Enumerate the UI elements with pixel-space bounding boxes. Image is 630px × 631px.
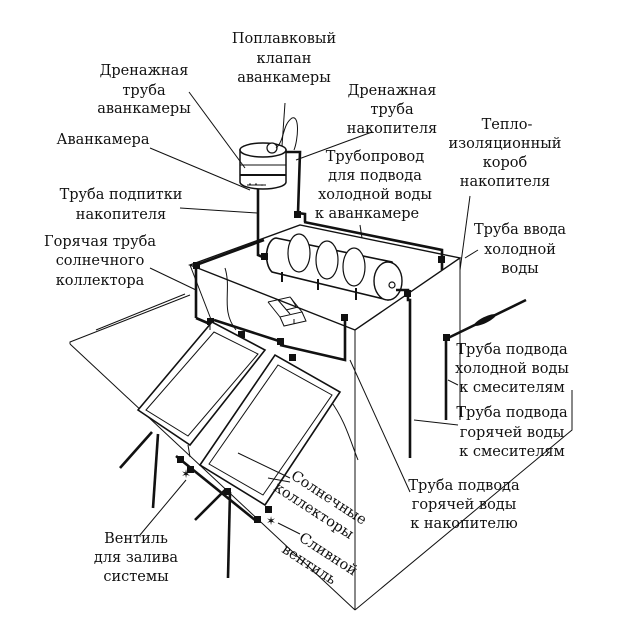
svg-text:к смесителям: к смесителям <box>459 380 565 396</box>
svg-text:Труба подпитки: Труба подпитки <box>60 187 183 203</box>
svg-text:Трубопровод: Трубопровод <box>326 149 425 165</box>
label-fill-valve: Вентиль для залива системы <box>94 531 178 585</box>
svg-text:горячей воды: горячей воды <box>412 497 517 513</box>
label-cold-inlet: Труба ввода холодной воды <box>474 222 566 277</box>
svg-text:накопителя: накопителя <box>460 174 550 190</box>
svg-text:Горячая труба: Горячая труба <box>44 234 156 250</box>
svg-text:Труба подвода: Труба подвода <box>408 478 520 494</box>
svg-text:Дренажная: Дренажная <box>100 63 189 79</box>
svg-text:для залива: для залива <box>94 550 178 566</box>
svg-text:системы: системы <box>103 569 169 585</box>
svg-text:коллектора: коллектора <box>56 273 145 289</box>
svg-text:солнечного: солнечного <box>56 253 145 269</box>
svg-text:клапан: клапан <box>257 51 312 67</box>
svg-text:горячей воды: горячей воды <box>460 425 565 441</box>
pipe-joints <box>177 211 450 523</box>
svg-text:Аванкамера: Аванкамера <box>57 132 150 148</box>
svg-text:холодной воды: холодной воды <box>455 361 569 377</box>
svg-text:накопителя: накопителя <box>347 121 437 137</box>
svg-text:Труба подвода: Труба подвода <box>456 342 568 358</box>
roof <box>69 293 573 611</box>
label-insulation-box: Тепло- изоляционный короб накопителя <box>449 117 562 190</box>
svg-text:холодной: холодной <box>484 242 556 258</box>
label-hot-to-storage: Труба подвода горячей воды к накопителю <box>408 478 520 532</box>
svg-text:Дренажная: Дренажная <box>348 83 437 99</box>
label-storage-drain: Дренажная труба накопителя <box>347 83 437 137</box>
svg-text:✶: ✶ <box>181 467 191 481</box>
svg-text:к накопителю: к накопителю <box>410 516 518 532</box>
svg-text:Труба ввода: Труба ввода <box>474 222 566 238</box>
svg-text:накопителя: накопителя <box>76 207 166 223</box>
label-prechamber-drain: Дренажная труба аванкамеры <box>97 63 191 117</box>
leader-lines <box>139 91 479 536</box>
svg-text:изоляционный: изоляционный <box>449 136 562 152</box>
svg-text:Вентиль: Вентиль <box>104 531 168 547</box>
svg-text:✶: ✶ <box>266 514 276 528</box>
solar-collector-left <box>119 320 267 509</box>
svg-text:Труба подвода: Труба подвода <box>456 405 568 421</box>
svg-text:Поплавковый: Поплавковый <box>232 31 336 47</box>
svg-text:к аванкамере: к аванкамере <box>315 206 419 222</box>
svg-text:холодной воды: холодной воды <box>318 187 432 203</box>
label-hot-to-mixers: Труба подвода горячей воды к смесителям <box>456 405 568 460</box>
prechamber <box>239 117 298 190</box>
label-prechamber: Аванкамера <box>57 132 150 148</box>
svg-text:Тепло-: Тепло- <box>482 117 533 133</box>
svg-text:для подвода: для подвода <box>328 168 422 184</box>
svg-text:труба: труба <box>370 102 414 118</box>
label-float-valve: Поплавковый клапан аванкамеры <box>232 31 336 86</box>
label-makeup-pipe: Труба подпитки накопителя <box>60 187 183 223</box>
svg-text:короб: короб <box>483 155 528 171</box>
brick-texture <box>267 296 307 327</box>
svg-text:воды: воды <box>501 261 539 277</box>
label-cold-to-mixers: Труба подвода холодной воды к смесителям <box>455 342 569 396</box>
valve-marks: ✶ ✶ <box>181 467 276 528</box>
label-feed-pipeline: Трубопровод для подвода холодной воды к … <box>315 149 432 222</box>
svg-text:аванкамеры: аванкамеры <box>97 101 191 117</box>
label-hot-collector-pipe: Горячая труба солнечного коллектора <box>44 234 156 289</box>
svg-text:труба: труба <box>122 83 166 99</box>
solar-collector-right <box>194 353 342 579</box>
svg-text:к смесителям: к смесителям <box>459 444 565 460</box>
svg-text:аванкамеры: аванкамеры <box>237 70 331 86</box>
storage-tank <box>265 233 403 301</box>
